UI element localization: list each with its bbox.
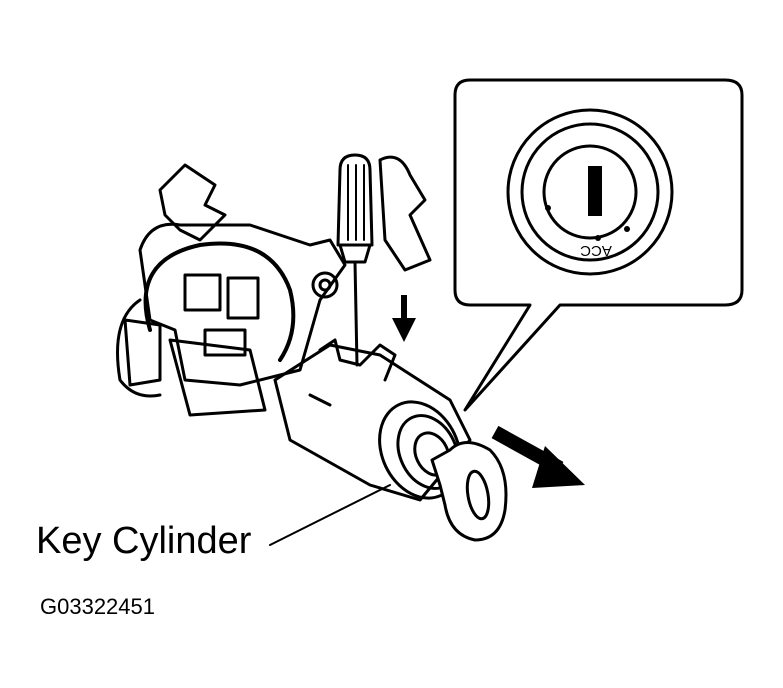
callout-leader-line: [269, 484, 391, 546]
screwdriver: [336, 153, 374, 367]
press-down-arrow: [392, 295, 416, 342]
figure-code: G03322451: [40, 594, 155, 619]
pull-out-arrow: [491, 425, 585, 488]
cylinder-housing: [273, 338, 472, 502]
inset-callout-bubble: [453, 78, 744, 412]
ignition-switch-assembly: [116, 155, 432, 417]
inset-lock-face: [506, 108, 674, 276]
inset-acc-label: ACC: [580, 242, 612, 259]
key: [430, 441, 508, 542]
key-slot-mark: [588, 166, 602, 216]
key-cylinder-label: Key Cylinder: [36, 520, 252, 562]
wire-harness: [143, 241, 296, 362]
